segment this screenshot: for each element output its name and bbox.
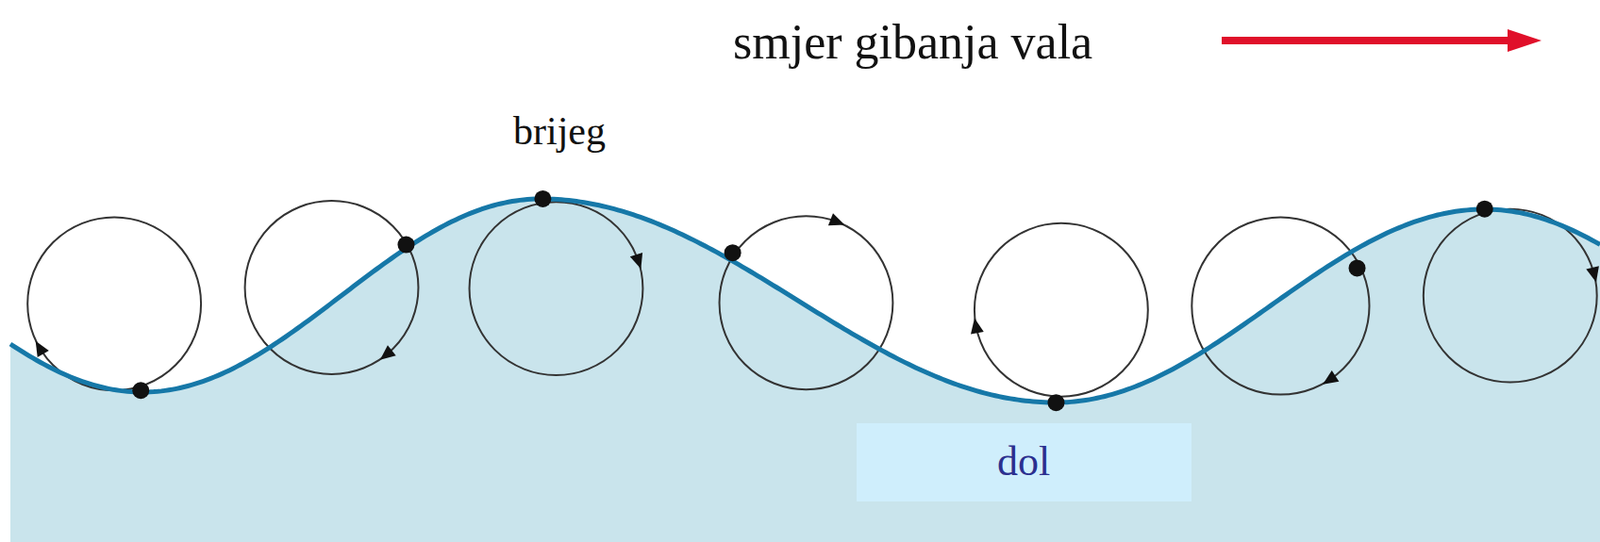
orbit-circle: [27, 216, 201, 391]
orbit-arrowhead: [828, 213, 845, 226]
trough-label-box: dol: [856, 423, 1192, 502]
water-particle: [533, 190, 551, 208]
trough-label: dol: [997, 439, 1050, 485]
orbit-arrowhead: [630, 252, 643, 269]
wave-surface: [10, 199, 1600, 403]
orbit-circle: [1423, 209, 1598, 384]
direction-arrow: [1221, 36, 1515, 45]
direction-label: smjer gibanja vala: [733, 15, 1093, 69]
orbit-circle: [974, 223, 1149, 398]
water-particle: [397, 236, 415, 254]
orbit-arrowhead: [380, 345, 397, 360]
orbit-arrowhead: [1322, 370, 1339, 385]
crest-label: brijeg: [513, 109, 606, 153]
orbit-circle: [1191, 216, 1369, 395]
water-body: [10, 199, 1600, 542]
orbits: [27, 200, 1600, 398]
orbit-arrowhead: [970, 318, 984, 335]
orbit-circle: [719, 216, 894, 390]
direction-arrowhead: [1507, 29, 1542, 52]
water-particle: [1047, 394, 1065, 412]
water-particle: [1349, 259, 1367, 277]
water-particle: [724, 244, 742, 262]
water-particle: [132, 382, 150, 400]
orbit-arrowhead: [1585, 266, 1600, 283]
water-particle: [1476, 200, 1494, 218]
orbit-arrowhead: [35, 341, 50, 358]
orbit-circle: [469, 201, 644, 376]
